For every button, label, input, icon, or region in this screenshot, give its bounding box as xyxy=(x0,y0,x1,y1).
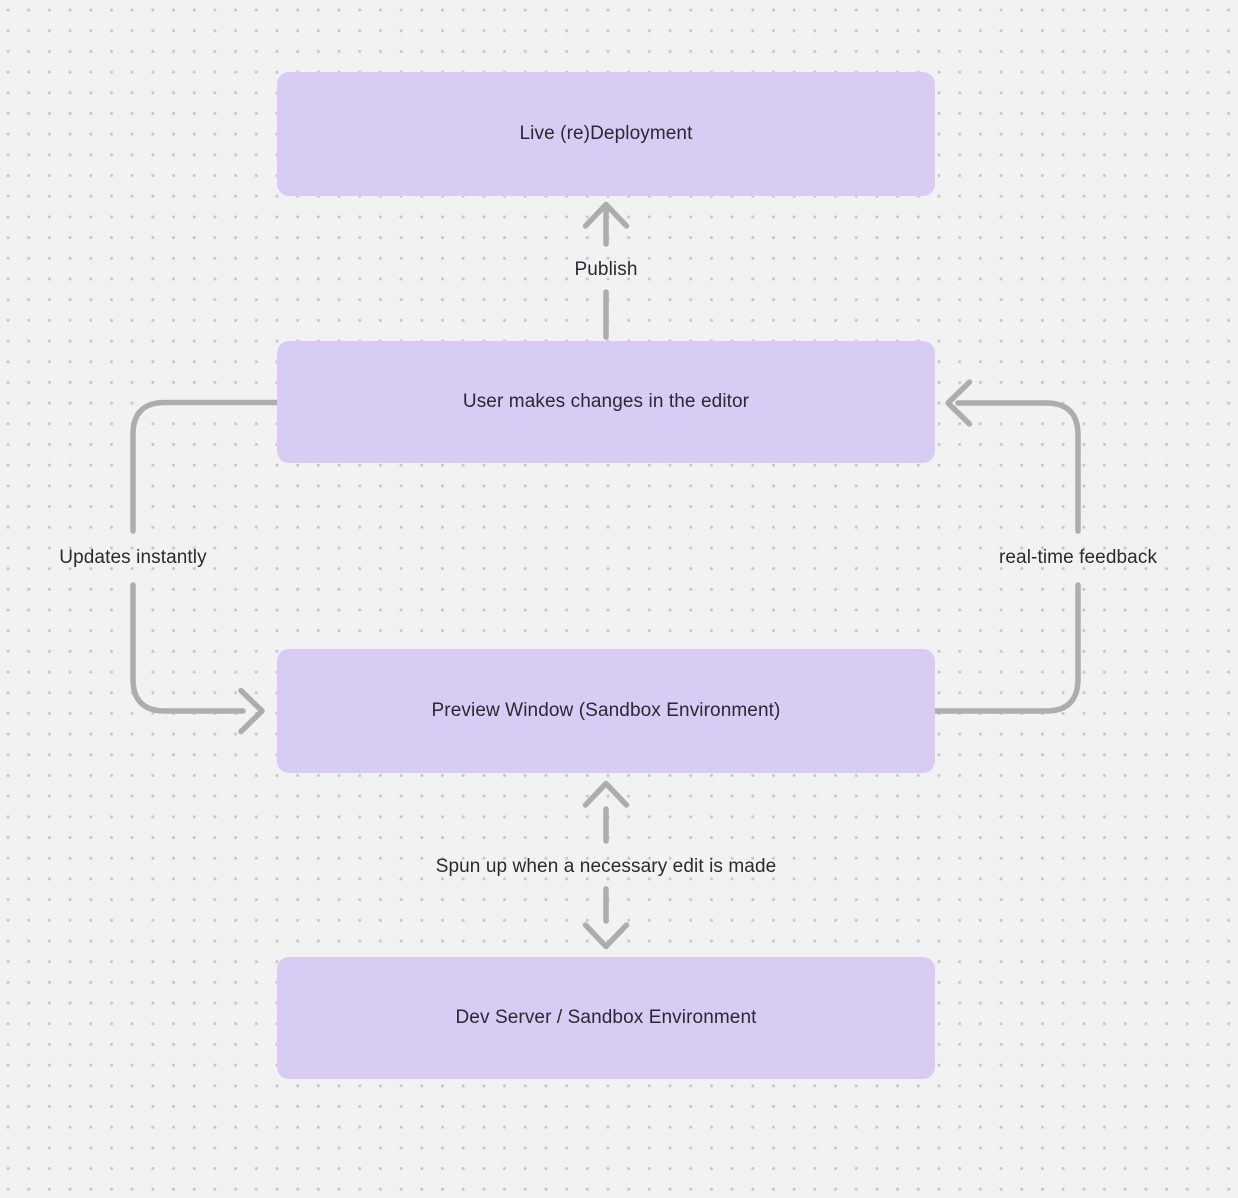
node-user-editor[interactable]: User makes changes in the editor xyxy=(277,341,935,463)
publish-arrow xyxy=(582,201,630,340)
node-live-redeployment[interactable]: Live (re)Deployment xyxy=(277,72,935,196)
arrowhead-up-icon xyxy=(582,780,630,808)
updates-instantly-connector xyxy=(130,399,280,735)
edge-label-spun-up: Spun up when a necessary edit is made xyxy=(435,856,777,877)
node-live-redeployment-label: Live (re)Deployment xyxy=(519,123,693,144)
node-preview-window-label: Preview Window (Sandbox Environment) xyxy=(431,700,781,721)
node-dev-server[interactable]: Dev Server / Sandbox Environment xyxy=(277,957,935,1079)
node-dev-server-label: Dev Server / Sandbox Environment xyxy=(455,1007,757,1028)
spun-up-connector xyxy=(582,780,630,950)
arrowhead-up-icon xyxy=(582,201,630,229)
node-user-editor-label: User makes changes in the editor xyxy=(462,391,750,412)
arrowhead-left-icon xyxy=(945,379,973,427)
realtime-feedback-connector xyxy=(932,379,1081,714)
arrowhead-down-icon xyxy=(582,922,630,950)
edge-label-updates-instantly: Updates instantly xyxy=(59,547,207,568)
node-preview-window[interactable]: Preview Window (Sandbox Environment) xyxy=(277,649,935,773)
edge-label-realtime-feedback: real-time feedback xyxy=(998,547,1158,568)
arrowhead-right-icon xyxy=(238,687,265,735)
edge-label-publish: Publish xyxy=(574,259,638,280)
